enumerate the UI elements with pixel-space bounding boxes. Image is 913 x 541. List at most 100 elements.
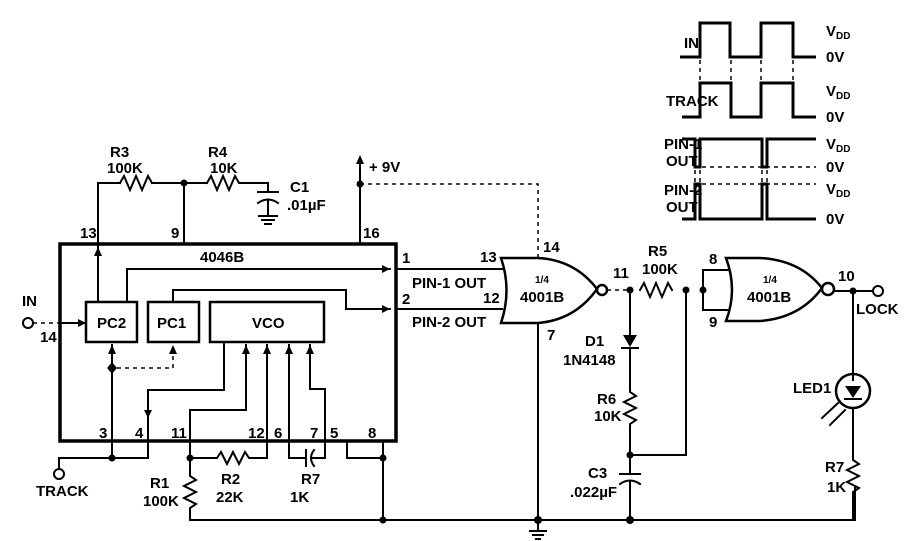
junction-dot [379,454,387,462]
nor2-part: 4001B [747,289,791,306]
waveform-in [680,21,816,59]
wire [58,457,113,469]
timing-label-track: TRACK [666,93,719,110]
c3-value: .022µF [570,484,617,501]
nor2-body [724,256,824,323]
arrow-icon [306,345,314,354]
c3-ref: C3 [588,465,607,482]
zero-label-pin1: 0V [826,159,844,176]
nor2-pin-8: 8 [709,251,717,268]
lock-terminal[interactable] [872,285,884,297]
r5-ref: R5 [648,243,667,260]
r2-value: 22K [216,489,244,506]
track-label: TRACK [36,483,89,500]
lock-filter: R5 100K D1 1N4148 R6 10K C3 .022µF [563,243,690,521]
r4-resistor [205,173,269,193]
r6-value: 10K [594,408,622,425]
top-network: R3 100K R4 10K C1 .01µF + 9V [97,144,539,258]
r2-ref: R2 [221,471,240,488]
vdd-label-in: VDD [826,23,850,42]
vdd-label-pin2: VDD [826,181,850,200]
r7-ref: R7 [825,459,844,476]
pin-16-label: 16 [363,225,380,242]
pc2-to-pin1 [126,268,391,303]
pc1-to-pin2 [172,289,391,310]
arrow-icon [144,410,152,418]
wire [346,440,384,459]
pin-2-label: 2 [402,291,410,308]
timing-label-in: IN [684,35,699,52]
d1-diode [623,335,637,347]
track-terminal[interactable] [53,468,65,480]
arrow-icon [382,265,390,273]
r4-value: 10K [210,160,238,177]
arrow-icon [382,305,390,313]
c2-ref: C1 [290,179,309,196]
arrow-icon [242,345,250,354]
pin-12-label: 12 [248,425,265,442]
inputs: IN TRACK [22,293,149,500]
wire [629,289,687,456]
timing-label-pin2-out: OUT [666,199,698,216]
light-emission-icon [828,408,847,427]
c2-value: .01µF [287,197,326,214]
r2-resistor [189,440,268,467]
supply-arrow-icon [356,155,364,164]
d1-ref: D1 [585,333,604,350]
nor1-pin-11: 11 [613,265,629,282]
nor1-pin-7: 7 [547,327,555,344]
pin-6-label: 6 [274,425,282,442]
supply-label: + 9V [369,159,400,176]
pin-5-label: 5 [330,425,338,442]
r1-resistor [181,457,199,521]
pin7-to-vco [309,344,326,442]
pin-14-label: 14 [40,329,57,346]
arrow-icon [108,345,116,354]
pin-1-label: 1 [402,250,410,267]
r6-resistor [621,347,639,456]
wire [111,440,149,459]
zero-label-in: 0V [826,49,844,66]
nor1-part: 4001B [520,289,564,306]
r3-resistor [118,173,154,193]
pin-11-label: 11 [171,425,187,442]
pin-7-label: 7 [310,425,318,442]
r3-value: 100K [107,160,143,177]
nor-gate-1: PIN-1 OUT PIN-2 OUT 13 12 1/4 4001B 14 7… [395,239,630,521]
pin-9-label: 9 [171,225,179,242]
nor1-bubble [595,283,609,297]
nor2-pin-10: 10 [838,268,855,285]
c1-value: 1K [290,489,309,506]
ic-4046b-label: 4046B [200,249,244,266]
nor1-fraction: 1/4 [535,275,549,286]
nor1-pin-12: 12 [483,290,500,307]
r5-resistor [638,280,674,300]
nor1-pin-14: 14 [543,239,560,256]
pc2-label: PC2 [97,315,126,332]
waveform-pin1 [682,137,816,169]
nor-gate-2: 8 9 1/4 4001B 10 LOCK [699,251,899,331]
r7-resistor [844,407,862,521]
ic-4046b-body [58,242,398,443]
pin-4-label: 4 [135,425,144,442]
r1-value: 100K [143,493,179,510]
arrow-icon [78,319,86,327]
r4-ref: R4 [208,144,228,161]
r3-ref: R3 [110,144,129,161]
vdd-to-nor-wire [360,183,539,258]
arrow-icon [285,345,293,354]
wire [288,440,306,459]
zero-label-pin2: 0V [826,211,844,228]
nor2-pin-9: 9 [709,314,717,331]
arrow-icon [263,345,271,354]
in-terminal[interactable] [22,317,34,329]
nor1-body [499,256,599,325]
lock-label: LOCK [856,301,899,318]
pin-8-label: 8 [368,425,376,442]
nor2-bubble [820,281,836,297]
timing-label-pin1-out: OUT [666,153,698,170]
pc1-label: PC1 [157,315,186,332]
led1-ref: LED1 [793,380,831,397]
wire [310,440,326,459]
